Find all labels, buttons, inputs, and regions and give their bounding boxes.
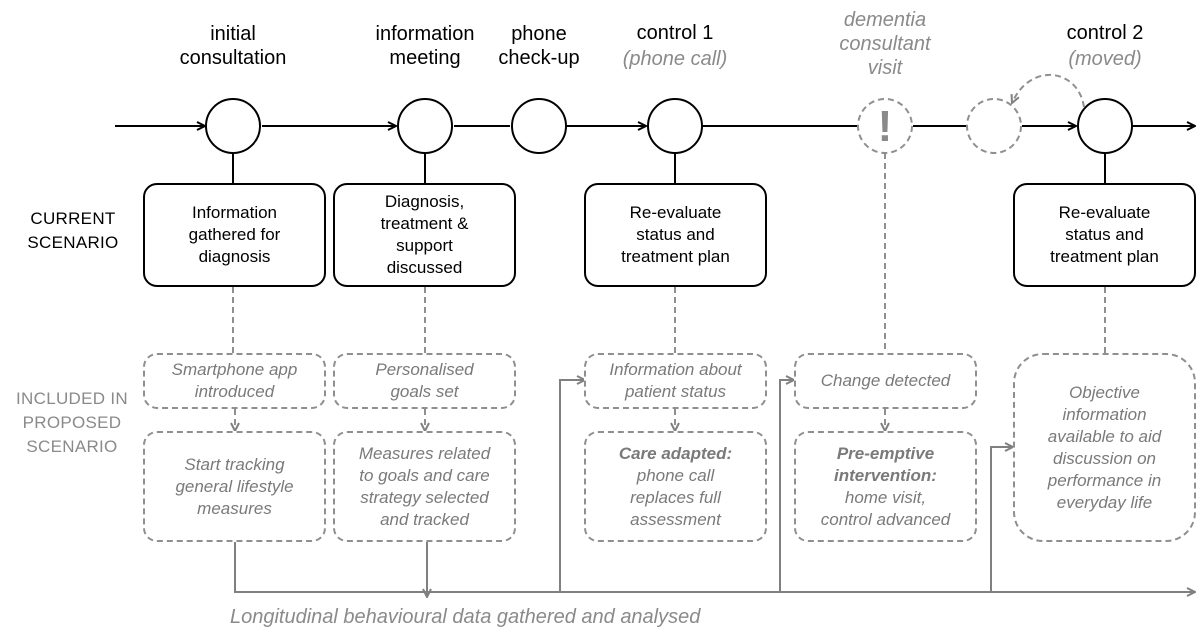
node-control-2 — [1077, 98, 1133, 154]
current-connectors — [232, 153, 1106, 183]
proposed-connectors — [233, 153, 1106, 431]
stage-initial-consultation: initial consultation — [179, 23, 287, 69]
proposed-box-objective-information: Objective information available to aid d… — [1013, 353, 1196, 542]
proposed-box-pre-emptive-intervention: Pre-emptive intervention: home visit, co… — [794, 431, 977, 542]
footer-longitudinal-data: Longitudinal behavioural data gathered a… — [230, 606, 701, 628]
current-box-information-gathered: Information gathered for diagnosis — [143, 183, 326, 287]
row-label-current: CURRENT SCENARIO — [27, 209, 119, 252]
node-initial-consultation — [205, 98, 261, 154]
proposed-box-start-tracking: Start tracking general lifestyle measure… — [143, 431, 326, 542]
care-adapted-heading: Care adapted: — [618, 443, 733, 463]
stage-control-1: control 1 — [636, 22, 714, 44]
stage-phone-checkup: phone check-up — [498, 23, 580, 69]
current-box-re-evaluate-2: Re-evaluate status and treatment plan — [1013, 183, 1196, 287]
proposed-box-goals-set: Personalised goals set — [333, 353, 516, 409]
proposed-box-patient-status: Information about patient status — [584, 353, 767, 409]
proposed-box-care-adapted: Care adapted: phone call replaces full a… — [584, 431, 767, 542]
current-box-re-evaluate-1: Re-evaluate status and treatment plan — [584, 183, 767, 287]
node-information-meeting — [397, 98, 453, 154]
exclamation-icon: ! — [878, 102, 893, 151]
current-box-diagnosis-discussed: Diagnosis, treatment & support discussed — [333, 183, 516, 287]
stage-control-2: control 2 — [1066, 22, 1144, 44]
proposed-box-app-introduced: Smartphone app introduced — [143, 353, 326, 409]
stage-control-2-note: (moved) — [1068, 48, 1142, 70]
data-flow-lines — [234, 380, 1195, 592]
stage-dementia-consultant-visit: dementia consultant visit — [839, 9, 931, 79]
node-control-1 — [647, 98, 703, 154]
proposed-box-measures-tracked: Measures related to goals and care strat… — [333, 431, 516, 542]
node-original-control-2 — [966, 98, 1022, 154]
stage-information-meeting: information meeting — [375, 23, 475, 69]
node-phone-checkup — [511, 98, 567, 154]
pre-emptive-heading: Pre-emptive intervention: — [834, 443, 937, 485]
row-label-proposed: INCLUDED IN PROPOSED SCENARIO — [16, 389, 128, 456]
proposed-box-change-detected: Change detected — [794, 353, 977, 409]
moved-arrow — [1012, 74, 1085, 108]
pre-emptive-text: home visit, control advanced — [820, 487, 951, 529]
stage-control-1-note: (phone call) — [622, 48, 728, 70]
care-adapted-text: phone call replaces full assessment — [630, 465, 721, 529]
